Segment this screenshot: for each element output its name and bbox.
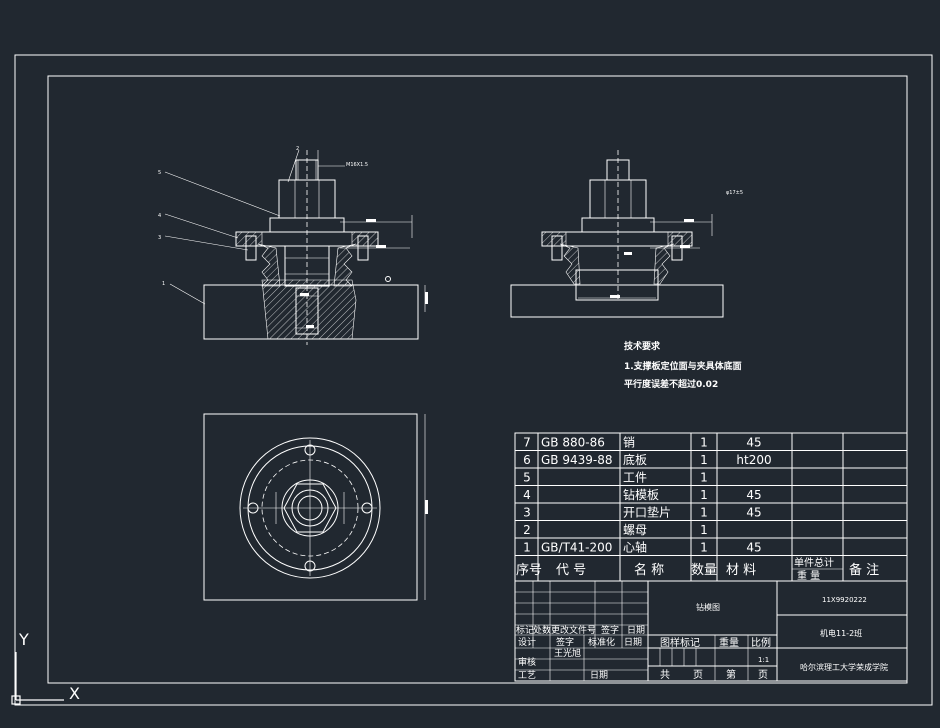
bom-cell-code: GB 9439-88 (541, 453, 612, 467)
bom-cell-name: 开口垫片 (623, 505, 671, 520)
bom-header-qty: 数量 (691, 563, 717, 578)
tech-req-title: 技术要求 (624, 340, 661, 352)
bom-cell-material: 45 (746, 436, 761, 450)
bom-header-weight-bottom: 重 量 (797, 569, 820, 582)
bom-cell-code: GB 880-86 (541, 436, 605, 450)
bom-cell-name: 心轴 (623, 540, 647, 555)
bom-cell-no: 5 (523, 471, 531, 485)
bom-cell-no: 6 (523, 453, 531, 467)
callout-1: 1 (162, 281, 165, 287)
bom-cell-name: 销 (623, 436, 635, 450)
label-count: 处数 (533, 624, 551, 636)
side-dim-label: φ17±5 (726, 190, 743, 196)
front-thread-label: M16X1.5 (346, 162, 368, 168)
outer-sheet-border (14, 54, 933, 706)
callout-5: 5 (158, 170, 161, 176)
bom-header-remark: 备 注 (849, 562, 879, 578)
label-page: 页 (693, 669, 703, 681)
label-date3: 日期 (590, 670, 608, 681)
ucs-axis-icon: Y X (11, 630, 80, 705)
side-section-view: φ17±5 (510, 150, 743, 318)
ucs-x-label: X (69, 684, 80, 703)
bom-cell-name: 工件 (623, 471, 647, 485)
school-name: 哈尔滨理工大学荣成学院 (800, 662, 888, 672)
label-scale: 比例 (751, 636, 771, 649)
label-sheet: 第 (726, 668, 736, 681)
bom-header-name: 名 称 (634, 562, 664, 578)
ucs-y-label: Y (18, 630, 29, 649)
callout-2: 2 (296, 146, 299, 152)
bom-cell-material: 45 (746, 506, 761, 520)
tech-req-line2: 平行度误差不超过0.02 (624, 378, 718, 390)
label-total: 共 (660, 669, 670, 681)
bom-cell-name: 底板 (623, 452, 647, 467)
bom-header-material: 材 料 (726, 563, 756, 578)
bom-cell-no: 2 (523, 523, 531, 537)
bom-cell-qty: 1 (700, 541, 708, 555)
bom-cell-code: GB/T41-200 (541, 541, 612, 555)
bom-header-weight-top: 单件总计 (794, 556, 834, 569)
top-view (203, 413, 428, 601)
label-mark: 标记 (516, 624, 534, 636)
bom-cell-qty: 1 (700, 471, 708, 485)
tech-req-line1: 1.支撑板定位面与夹具体底面 (624, 360, 742, 372)
bill-of-materials: 7 GB 880-86 销 1 45 6 GB 9439-88 底板 1 ht200 5 工件 1 4 钻模… (514, 432, 908, 582)
bom-cell-no: 1 (523, 541, 531, 555)
bom-cell-qty: 1 (700, 488, 708, 502)
bom-cell-no: 3 (523, 506, 531, 520)
class-name: 机电11-2班 (820, 628, 862, 638)
bom-cell-material: ht200 (736, 453, 771, 467)
bom-cell-qty: 1 (700, 453, 708, 467)
bom-header-row: 序号 代 号 名 称 数量 材 料 单件总计 重 量 备 注 (516, 556, 879, 582)
bom-cell-qty: 1 (700, 436, 708, 450)
label-design: 设计 (518, 636, 536, 648)
bom-cell-no: 7 (523, 436, 531, 450)
label-page2: 页 (758, 669, 768, 681)
designer-name: 王光旭 (554, 647, 581, 659)
bom-cell-material: 45 (746, 488, 761, 502)
label-weight: 重量 (719, 636, 739, 649)
bom-cell-name: 钻模板 (623, 487, 659, 502)
label-sign2: 签字 (556, 636, 574, 648)
bom-cell-no: 4 (523, 488, 531, 502)
title-block: 钻模图 11X9920222 机电11-2班 哈尔滨理工大学荣成学院 图样标记 … (514, 580, 908, 682)
scale-value: 1:1 (758, 656, 769, 664)
label-date: 日期 (627, 625, 645, 636)
bom-header-no: 序号 (516, 563, 542, 578)
callout-4: 4 (158, 213, 161, 219)
drawing-name: 钻模图 (696, 602, 720, 612)
bom-cell-qty: 1 (700, 506, 708, 520)
front-section-view: 5 4 3 1 2 M16X1.5 (158, 146, 428, 345)
label-standardize: 标准化 (588, 636, 615, 648)
label-sign: 签字 (601, 624, 619, 636)
label-craft: 工艺 (518, 670, 536, 681)
drawing-number: 11X9920222 (822, 596, 867, 604)
bom-cell-name: 螺母 (623, 523, 647, 537)
label-date2: 日期 (624, 637, 642, 648)
bom-cell-material: 45 (746, 541, 761, 555)
label-stage-mark: 图样标记 (660, 636, 700, 649)
bom-header-code: 代 号 (556, 563, 586, 578)
callout-3: 3 (158, 235, 161, 241)
bom-cell-qty: 1 (700, 523, 708, 537)
technical-requirements: 技术要求 1.支撑板定位面与夹具体底面 平行度误差不超过0.02 (624, 340, 742, 390)
label-review: 审核 (518, 656, 536, 668)
inner-drawing-frame (47, 75, 908, 684)
label-file-no: 更改文件号 (551, 624, 596, 636)
